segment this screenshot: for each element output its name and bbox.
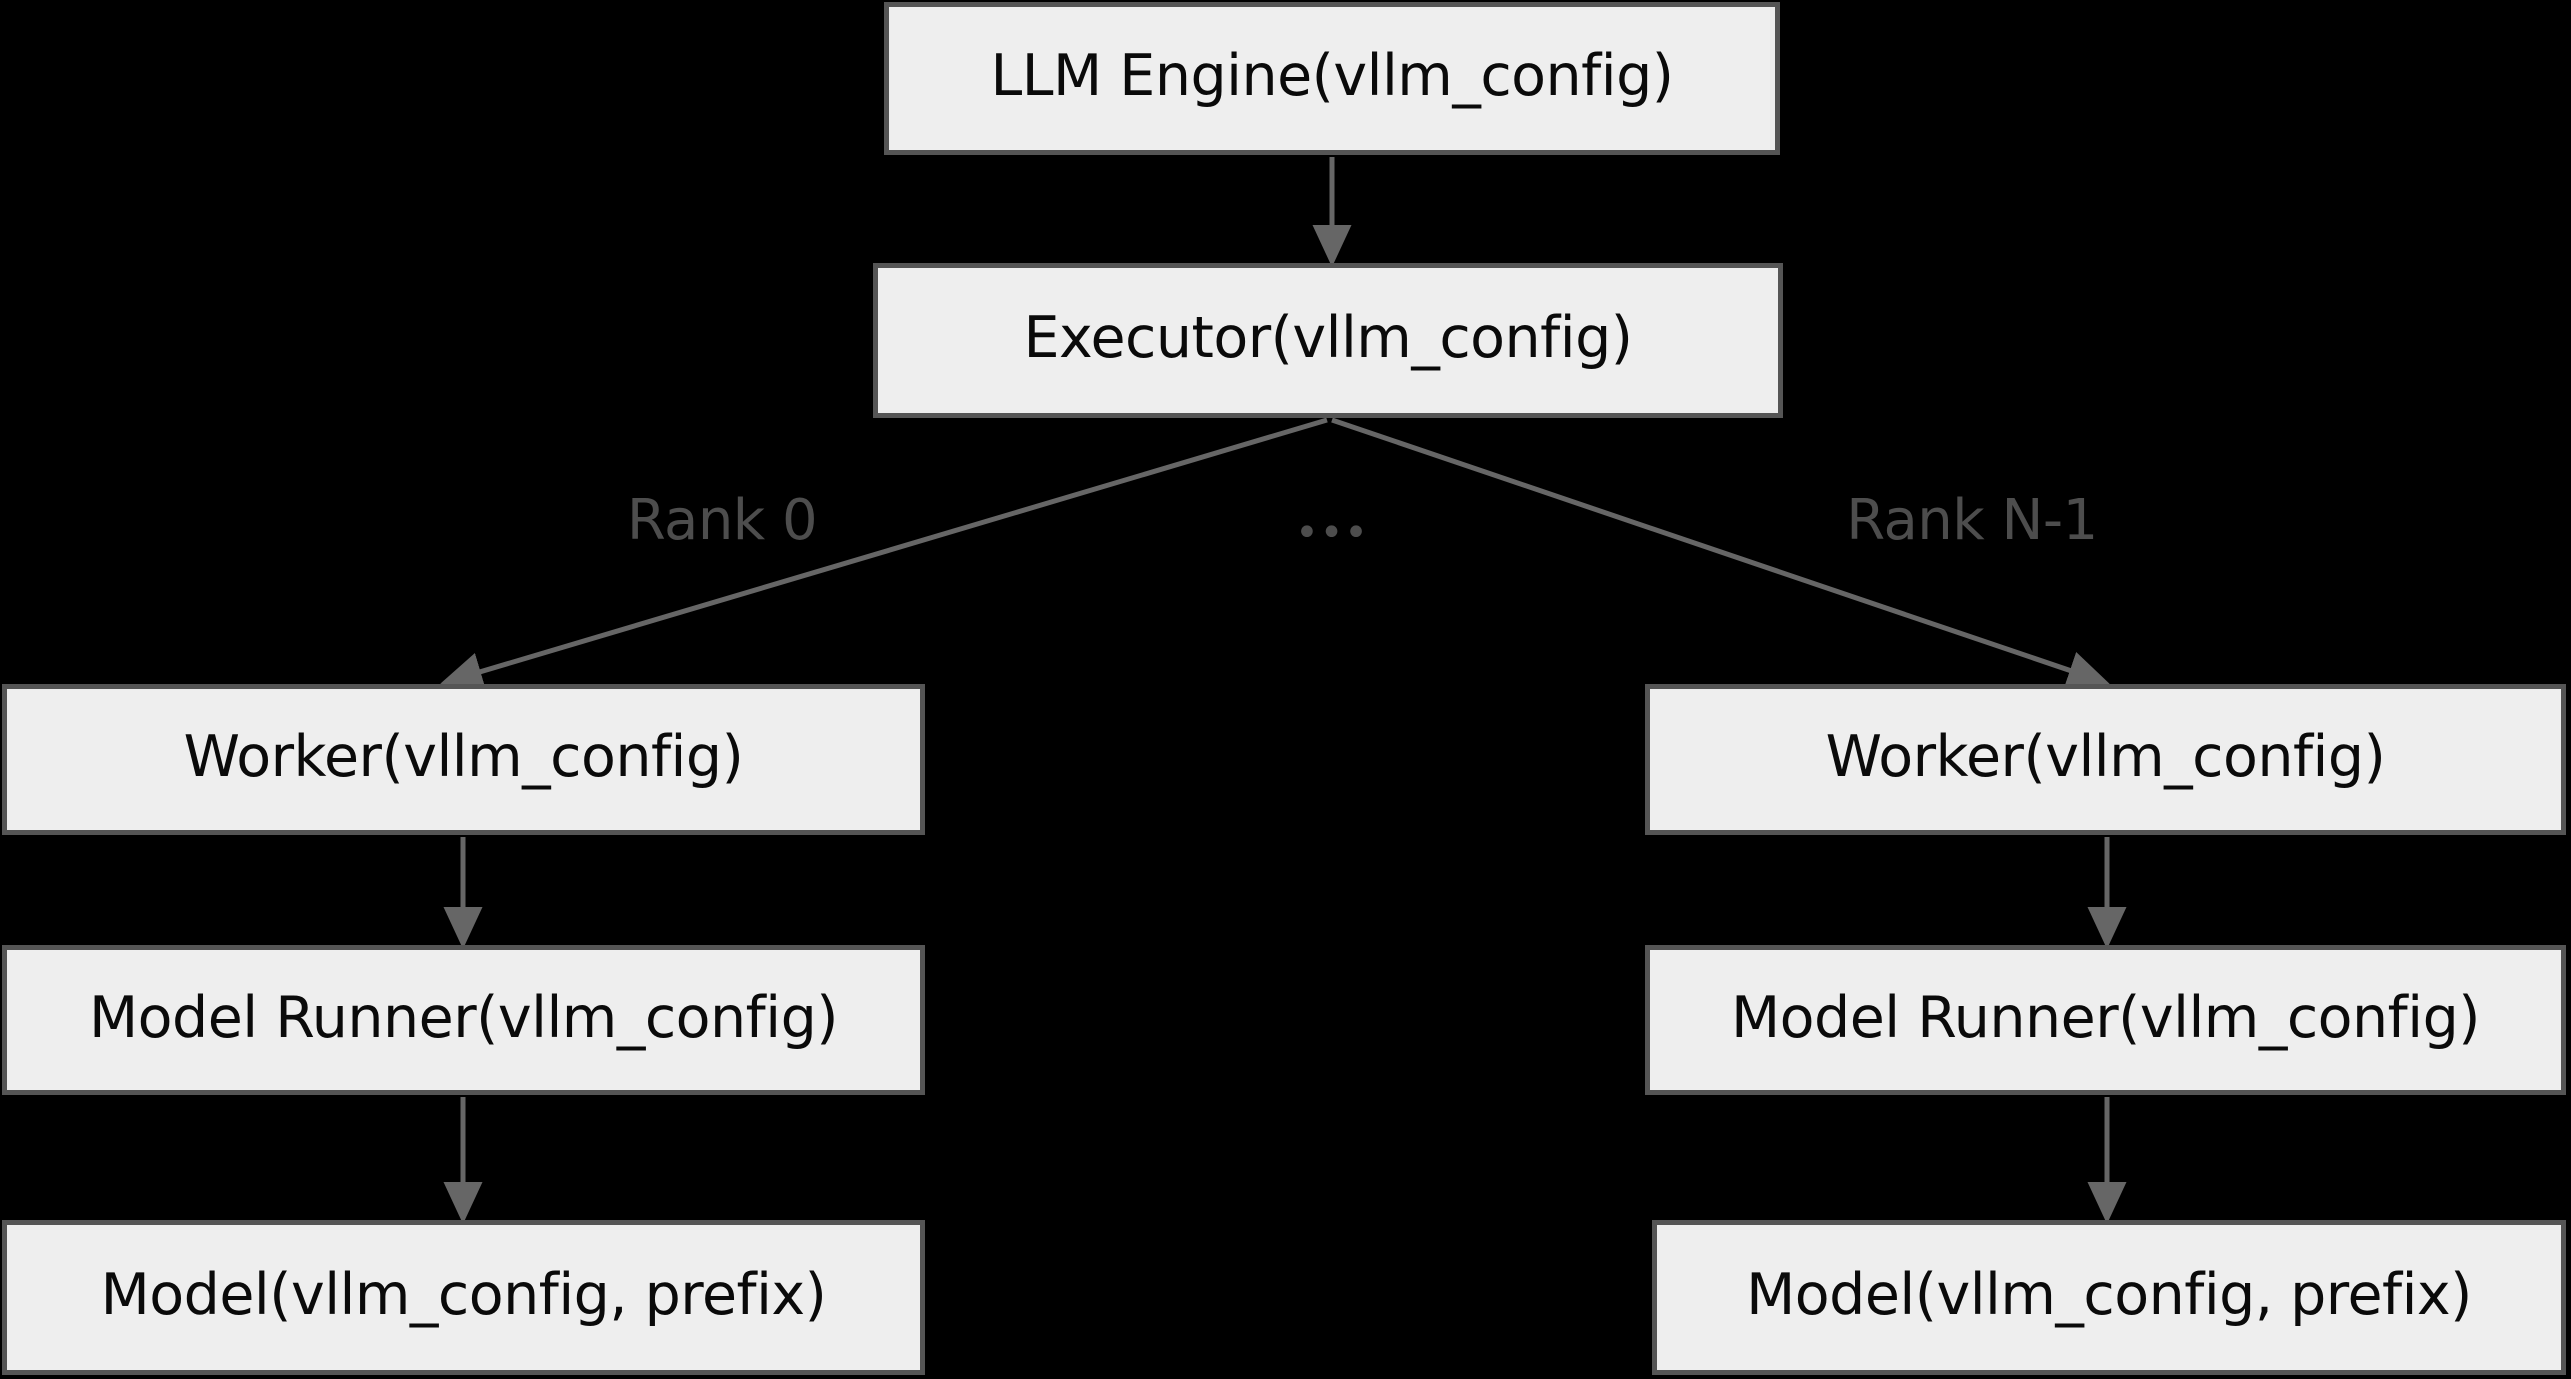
edge-label-ellipsis: •••: [1295, 510, 1369, 556]
node-worker-rank0-label: Worker(vllm_config): [183, 724, 744, 790]
node-executor[interactable]: Executor(vllm_config): [873, 263, 1783, 418]
node-model-rankn[interactable]: Model(vllm_config, prefix): [1652, 1220, 2566, 1375]
edge-executor-to-worker-rankn: [1331, 417, 2110, 689]
node-model-runner-rankn-label: Model Runner(vllm_config): [1730, 984, 2481, 1051]
node-model-runner-rank0-label: Model Runner(vllm_config): [88, 984, 839, 1051]
node-llm-engine[interactable]: LLM Engine(vllm_config): [884, 2, 1780, 155]
edge-paths: [440, 157, 2127, 1225]
node-worker-rankn-label: Worker(vllm_config): [1825, 724, 2386, 790]
node-model-runner-rank0[interactable]: Model Runner(vllm_config): [2, 945, 925, 1095]
edge-executor-to-worker-rank0: [440, 417, 1328, 691]
node-worker-rankn[interactable]: Worker(vllm_config): [1645, 684, 2566, 835]
node-model-rank0[interactable]: Model(vllm_config, prefix): [2, 1220, 925, 1375]
node-model-rank0-label: Model(vllm_config, prefix): [100, 1262, 827, 1328]
node-model-runner-rankn[interactable]: Model Runner(vllm_config): [1645, 945, 2566, 1095]
node-model-rankn-label: Model(vllm_config, prefix): [1746, 1262, 2472, 1328]
node-llm-engine-label: LLM Engine(vllm_config): [990, 43, 1675, 109]
node-worker-rank0[interactable]: Worker(vllm_config): [2, 684, 925, 835]
edge-label-rank-n-minus-1: Rank N-1: [1846, 488, 2098, 553]
edge-label-rank-0: Rank 0: [626, 488, 818, 553]
node-executor-label: Executor(vllm_config): [1023, 305, 1633, 371]
